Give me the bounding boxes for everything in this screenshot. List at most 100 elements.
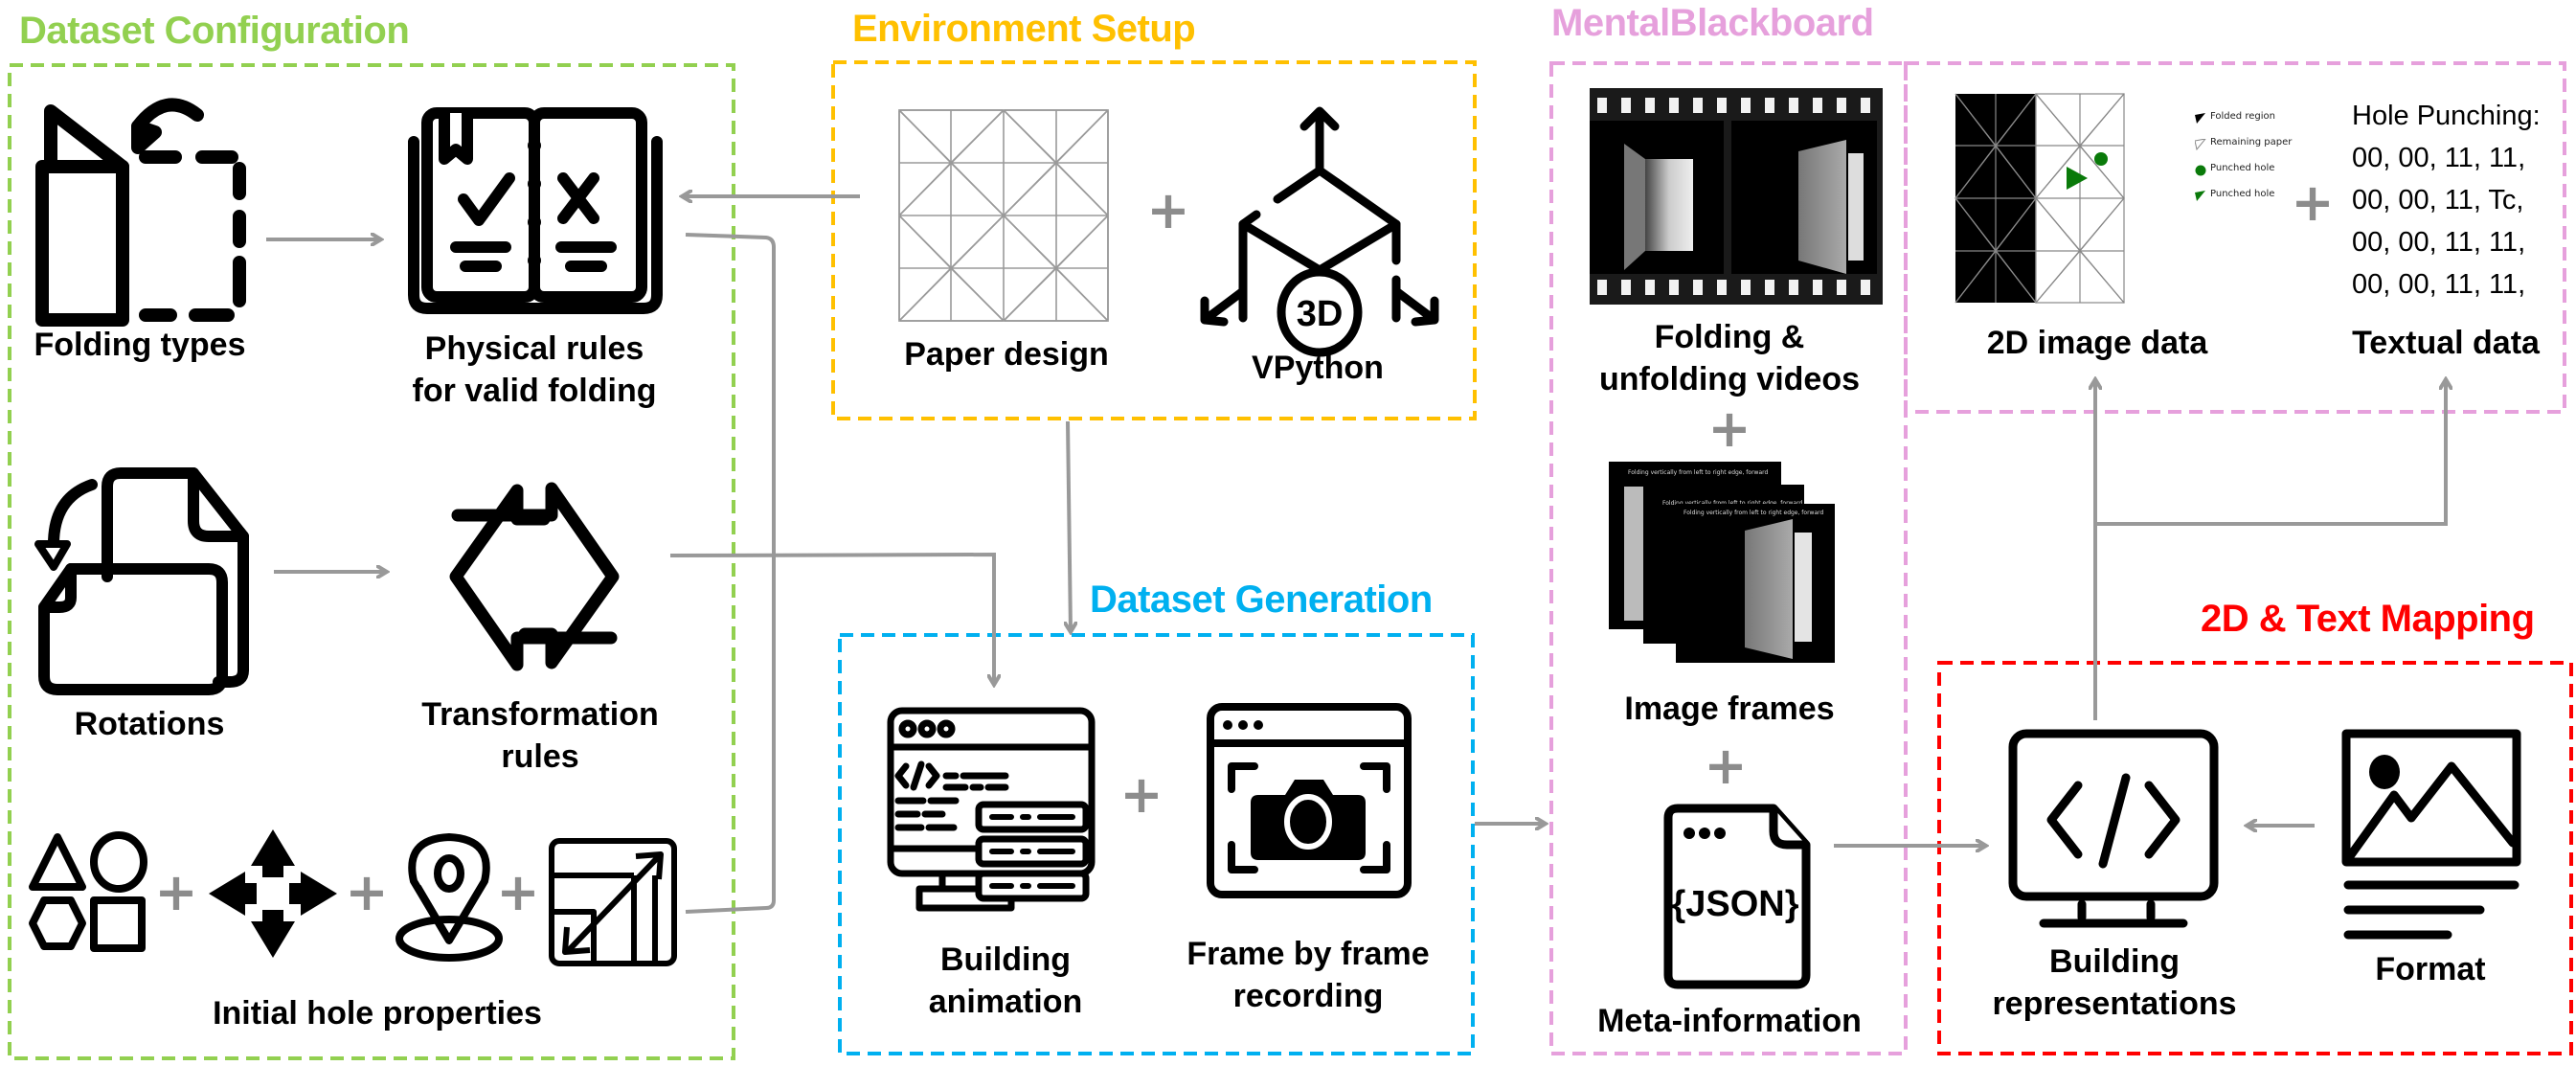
frame-back-panel	[1624, 487, 1643, 621]
hole-punching-row: 00, 00, 11, 11,	[2352, 143, 2526, 173]
transform-arrows-icon	[449, 482, 620, 671]
folding-types-label: Folding types	[34, 327, 246, 363]
shapes-icon	[29, 831, 147, 952]
film-perforation	[1717, 280, 1727, 295]
building-animation-line2: animation	[928, 984, 1083, 1020]
json-icon-text: {JSON}	[1671, 884, 1798, 924]
paper-grid-icon	[897, 109, 1110, 322]
film-perforation	[1669, 98, 1679, 113]
building-representations-label: Building representations	[1992, 941, 2236, 1025]
film-perforation	[1837, 98, 1846, 113]
text-mapping-title: 2D & Text Mapping	[2201, 598, 2535, 640]
plus-sign: +	[1119, 764, 1164, 825]
videos-line2: unfolding videos	[1599, 361, 1860, 397]
code-monitor-icon	[887, 707, 1096, 912]
building-animation-line1: Building	[940, 941, 1071, 978]
frame-recording-label: Frame by frame recording	[1186, 933, 1429, 1017]
plus-sign: +	[345, 862, 389, 922]
film-perforation	[1789, 280, 1798, 295]
legend-punched-hole-triangle: Punched hole	[2210, 189, 2275, 199]
textual-data-label: Textual data	[2352, 325, 2540, 361]
frame-caption: Folding vertically from left to right ed…	[1683, 510, 1824, 516]
legend-folded-region: Folded region	[2210, 111, 2275, 122]
transformation-rules-label: Transformation rules	[421, 693, 658, 778]
punched-hole-circle	[2094, 152, 2108, 166]
videos-label: Folding & unfolding videos	[1599, 316, 1860, 400]
frame-caption: Folding vertically from left to right ed…	[1662, 500, 1802, 507]
mental-blackboard-title: MentalBlackboard	[1551, 2, 1874, 44]
punched-hole-triangle	[2067, 167, 2088, 190]
videos-line1: Folding &	[1654, 319, 1805, 355]
frame-front-paper	[1745, 519, 1812, 659]
hole-punching-row: 00, 00, 11, Tc,	[2352, 185, 2524, 215]
film-perforation	[1765, 280, 1774, 295]
legend-remaining-paper: Remaining paper	[2210, 137, 2293, 147]
plus-sign: +	[1146, 180, 1190, 240]
plus-sign: +	[1704, 736, 1748, 796]
rotation-icon	[34, 467, 249, 695]
film-perforation	[1741, 280, 1751, 295]
film-perforation	[1693, 98, 1703, 113]
meta-information-label: Meta-information	[1597, 1003, 1862, 1039]
paper-design-label: Paper design	[904, 336, 1109, 373]
environment-setup-box	[831, 60, 1477, 420]
film-perforation	[1717, 98, 1727, 113]
3d-axes-icon: 3D	[1200, 106, 1439, 357]
film-perforation	[1813, 280, 1822, 295]
mental-blackboard-box	[1549, 61, 1908, 1055]
3d-axes-icon-text: 3D	[1297, 294, 1344, 334]
legend-punched-hole-circle: Punched hole	[2210, 163, 2275, 173]
film-perforation	[1861, 98, 1870, 113]
hole-punching-row: 00, 00, 11, 11,	[2352, 227, 2526, 258]
film-perforation	[1645, 280, 1655, 295]
film-perforation	[1669, 280, 1679, 295]
image-frames-icon: Folding vertically from left to right ed…	[1609, 462, 1839, 663]
plus-sign: +	[2291, 172, 2335, 233]
dataset-generation-title: Dataset Generation	[1090, 578, 1433, 621]
2d-image-data-label: 2D image data	[1986, 325, 2208, 361]
json-file-icon: {JSON}	[1663, 804, 1811, 989]
film-perforation	[1741, 98, 1751, 113]
film-perforation	[1693, 280, 1703, 295]
2d-image-data-icon	[1955, 93, 2125, 304]
rotations-label: Rotations	[74, 706, 225, 742]
film-perforation	[1789, 98, 1798, 113]
physical-rules-label: Physical rules for valid folding	[413, 328, 657, 412]
location-pin-icon	[395, 833, 503, 962]
film-perforation	[1597, 280, 1607, 295]
film-perforation	[1837, 280, 1846, 295]
building-representations-line1: Building	[2049, 943, 2180, 980]
image-frames-label: Image frames	[1624, 691, 1835, 727]
film-perforation	[1813, 98, 1822, 113]
physical-rules-line2: for valid folding	[412, 373, 657, 409]
building-representations-line2: representations	[1992, 986, 2237, 1022]
legend-folded-swatch	[2195, 113, 2205, 124]
folding-types-icon	[35, 98, 246, 327]
dataset-configuration-box	[8, 63, 735, 1060]
text-mapping-box	[1937, 661, 2573, 1055]
resize-icon	[549, 838, 677, 966]
initial-hole-properties-label: Initial hole properties	[213, 995, 542, 1032]
plus-sign: +	[1707, 398, 1751, 459]
film-perforation	[1765, 98, 1774, 113]
move-arrows-icon	[209, 829, 337, 958]
hole-punching-heading: Hole Punching:	[2352, 101, 2541, 131]
transformation-rules-line1: Transformation	[421, 696, 659, 733]
vpython-label: VPython	[1252, 350, 1384, 386]
camera-window-icon	[1207, 703, 1412, 898]
dataset-configuration-title: Dataset Configuration	[19, 10, 410, 52]
film-strip-icon	[1590, 88, 1883, 305]
physical-rules-line1: Physical rules	[424, 330, 644, 367]
rulebook-icon	[408, 107, 663, 314]
film-perforation	[1645, 98, 1655, 113]
code-display-icon	[2008, 729, 2219, 928]
format-label: Format	[2375, 951, 2486, 987]
legend-remaining-swatch	[2195, 139, 2206, 150]
plus-sign: +	[154, 862, 198, 922]
film-perforation	[1621, 98, 1631, 113]
legend-hole-tri-swatch	[2195, 191, 2205, 201]
film-perforation	[1861, 280, 1870, 295]
hole-punching-row: 00, 00, 11, 11,	[2352, 269, 2526, 300]
building-animation-label: Building animation	[929, 939, 1083, 1023]
